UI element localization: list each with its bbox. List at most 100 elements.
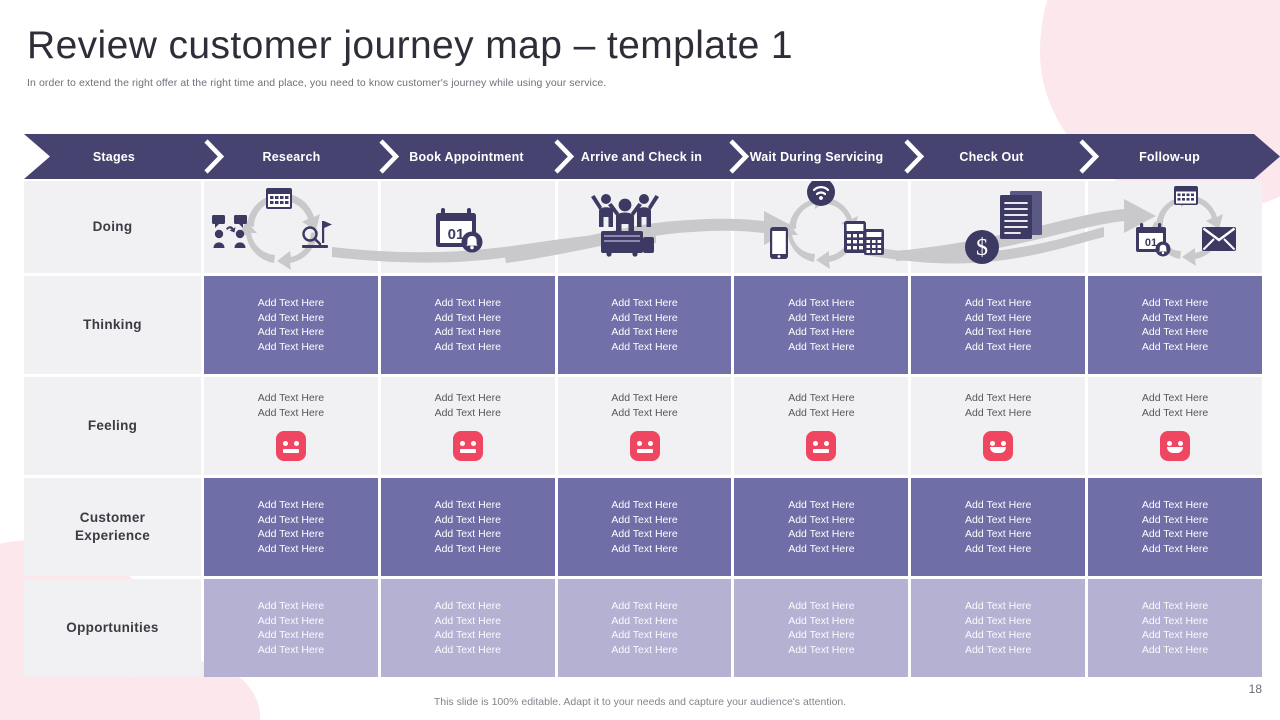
cell-text-line: Add Text Here <box>434 392 501 404</box>
cell-text-line: Add Text Here <box>1141 340 1209 353</box>
cell-customer-experience-arrive-and-check-in[interactable]: Add Text Here Add Text Here Add Text Her… <box>557 478 732 576</box>
table-row-thinking: Thinking Add Text Here Add Text Here Add… <box>24 276 1262 374</box>
cell-customer-experience-follow-up[interactable]: Add Text Here Add Text Here Add Text Her… <box>1088 478 1262 576</box>
stage-header-check-out: Check Out <box>959 149 1024 164</box>
cell-text-line: Add Text Here <box>965 297 1032 309</box>
cell-text-line: Add Text Here <box>611 643 678 656</box>
row-label-thinking: Thinking <box>24 276 201 374</box>
cell-text-line: Add Text Here <box>434 340 501 353</box>
table-row-opportunities: Opportunities Add Text Here Add Text Her… <box>24 579 1262 677</box>
cell-text-line: Add Text Here <box>611 340 678 353</box>
cell-text-line: Add Text Here <box>788 513 855 526</box>
cell-feeling-arrive-and-check-in[interactable]: Add Text Here Add Text Here <box>557 377 732 475</box>
row-label-customer-experience: Customer Experience <box>24 478 201 576</box>
cell-opportunities-research[interactable]: Add Text Here Add Text Here Add Text Her… <box>204 579 378 677</box>
cell-text-line: Add Text Here <box>788 340 855 353</box>
cell-text-line: Add Text Here <box>257 392 325 404</box>
cell-text-line: Add Text Here <box>788 528 855 540</box>
cell-text-line: Add Text Here <box>611 392 678 404</box>
cell-thinking-wait-during-servicing[interactable]: Add Text Here Add Text Here Add Text Her… <box>734 276 909 374</box>
cell-thinking-follow-up[interactable]: Add Text Here Add Text Here Add Text Her… <box>1088 276 1262 374</box>
page-subtitle: In order to extend the right offer at th… <box>27 77 607 89</box>
cell-text-line: Add Text Here <box>434 406 501 419</box>
table-row-doing: Doing <box>24 181 1262 273</box>
cell-text-line: Add Text Here <box>788 311 855 324</box>
cell-doing-check-out[interactable] <box>911 181 1086 273</box>
cell-opportunities-book-appointment[interactable]: Add Text Here Add Text Here Add Text Her… <box>380 579 555 677</box>
cell-feeling-research[interactable]: Add Text Here Add Text Here <box>204 377 378 475</box>
cell-feeling-wait-during-servicing[interactable]: Add Text Here Add Text Here <box>734 377 909 475</box>
cell-thinking-check-out[interactable]: Add Text Here Add Text Here Add Text Her… <box>911 276 1086 374</box>
stages-header-band: Stages Research Book Appointment Arrive … <box>24 134 1280 179</box>
cell-text-line: Add Text Here <box>1141 528 1209 540</box>
cell-text-line: Add Text Here <box>1141 311 1209 324</box>
cell-text-line: Add Text Here <box>434 600 501 612</box>
cell-text-line: Add Text Here <box>965 600 1032 612</box>
cell-text-line: Add Text Here <box>257 311 325 324</box>
cell-text-line: Add Text Here <box>788 600 855 612</box>
smiling-face-icon <box>1160 431 1191 461</box>
cell-text-line: Add Text Here <box>1141 542 1209 555</box>
cell-doing-follow-up[interactable] <box>1088 181 1262 273</box>
cell-customer-experience-research[interactable]: Add Text Here Add Text Here Add Text Her… <box>204 478 378 576</box>
table-row-customer-experience: Customer Experience Add Text Here Add Te… <box>24 478 1262 576</box>
footer-note: This slide is 100% editable. Adapt it to… <box>433 696 847 708</box>
row-label-doing: Doing <box>24 181 201 273</box>
cell-doing-research[interactable] <box>204 181 378 273</box>
cell-text-line: Add Text Here <box>611 326 678 338</box>
cell-text-line: Add Text Here <box>965 528 1032 540</box>
cell-customer-experience-wait-during-servicing[interactable]: Add Text Here Add Text Here Add Text Her… <box>734 478 909 576</box>
cell-text-line: Add Text Here <box>1141 600 1209 612</box>
cell-feeling-book-appointment[interactable]: Add Text Here Add Text Here <box>380 377 555 475</box>
cell-text-line: Add Text Here <box>611 499 678 511</box>
cell-text-line: Add Text Here <box>257 614 325 627</box>
cell-text-line: Add Text Here <box>965 406 1032 419</box>
stages-chevron-shape <box>24 134 1280 179</box>
row-label-line1: Customer <box>79 510 146 525</box>
cell-text-line: Add Text Here <box>788 326 855 338</box>
cell-text-line: Add Text Here <box>257 528 325 540</box>
cell-opportunities-follow-up[interactable]: Add Text Here Add Text Here Add Text Her… <box>1088 579 1262 677</box>
cell-text-line: Add Text Here <box>257 542 325 555</box>
neutral-face-icon <box>629 431 660 461</box>
cell-text-line: Add Text Here <box>434 629 501 641</box>
cell-thinking-research[interactable]: Add Text Here Add Text Here Add Text Her… <box>204 276 378 374</box>
stage-header-label-column: Stages <box>92 149 136 164</box>
cell-text-line: Add Text Here <box>965 513 1032 526</box>
cell-doing-wait-during-servicing[interactable] <box>734 181 909 273</box>
cell-opportunities-wait-during-servicing[interactable]: Add Text Here Add Text Here Add Text Her… <box>734 579 909 677</box>
cell-feeling-check-out[interactable]: Add Text Here Add Text Here <box>911 377 1086 475</box>
cell-text-line: Add Text Here <box>965 643 1032 656</box>
cell-text-line: Add Text Here <box>434 513 501 526</box>
cell-text-line: Add Text Here <box>434 542 501 555</box>
cell-thinking-arrive-and-check-in[interactable]: Add Text Here Add Text Here Add Text Her… <box>557 276 732 374</box>
cell-text-line: Add Text Here <box>788 542 855 555</box>
cell-doing-book-appointment[interactable] <box>380 181 555 273</box>
table-row-feeling: Feeling Add Text Here Add Text Here Add … <box>24 377 1262 475</box>
cell-customer-experience-book-appointment[interactable]: Add Text Here Add Text Here Add Text Her… <box>380 478 555 576</box>
cell-opportunities-check-out[interactable]: Add Text Here Add Text Here Add Text Her… <box>911 579 1086 677</box>
cell-text-line: Add Text Here <box>965 542 1032 555</box>
cell-text-line: Add Text Here <box>611 311 678 324</box>
cell-doing-arrive-and-check-in[interactable] <box>557 181 732 273</box>
cell-text-line: Add Text Here <box>434 326 501 338</box>
cell-text-line: Add Text Here <box>1141 614 1209 627</box>
cell-text-line: Add Text Here <box>611 629 678 641</box>
cell-text-line: Add Text Here <box>1141 513 1209 526</box>
cell-text-line: Add Text Here <box>788 629 855 641</box>
stage-header-book-appointment: Book Appointment <box>409 149 524 164</box>
cell-text-line: Add Text Here <box>965 311 1032 324</box>
cell-text-line: Add Text Here <box>611 542 678 555</box>
cell-text-line: Add Text Here <box>1141 392 1209 404</box>
cell-thinking-book-appointment[interactable]: Add Text Here Add Text Here Add Text Her… <box>380 276 555 374</box>
cell-text-line: Add Text Here <box>965 340 1032 353</box>
neutral-face-icon <box>452 431 483 461</box>
cell-text-line: Add Text Here <box>965 614 1032 627</box>
cell-text-line: Add Text Here <box>257 406 325 419</box>
neutral-face-icon <box>806 431 837 461</box>
cell-opportunities-arrive-and-check-in[interactable]: Add Text Here Add Text Here Add Text Her… <box>557 579 732 677</box>
smiling-face-icon <box>983 431 1014 461</box>
cell-text-line: Add Text Here <box>257 600 325 612</box>
cell-customer-experience-check-out[interactable]: Add Text Here Add Text Here Add Text Her… <box>911 478 1086 576</box>
cell-feeling-follow-up[interactable]: Add Text Here Add Text Here <box>1088 377 1262 475</box>
